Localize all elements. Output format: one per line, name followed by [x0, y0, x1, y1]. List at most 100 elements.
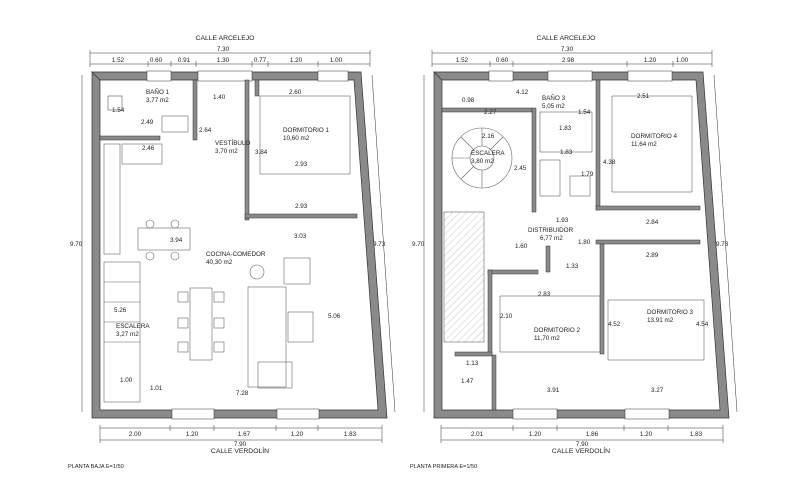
top-dim-5: 0.77	[254, 57, 267, 64]
inner-dim: 2.45	[514, 165, 527, 172]
street-bottom-label: CALLE VERDOLÍN	[552, 446, 610, 455]
top-dim-6: 1.20	[290, 57, 303, 64]
room-name-cocina-comedor: COCINA-COMEDOR	[206, 251, 266, 258]
inner-dim: 2.64	[199, 127, 212, 134]
inner-dim: 2.84	[646, 219, 659, 226]
left-height-dim: 9.70	[412, 241, 425, 248]
total-width-top: 7.30	[217, 46, 230, 53]
room-area-bano3: 5,05 m2	[542, 103, 565, 110]
inner-dim: 4.54	[696, 321, 709, 328]
room-name-dormitorio1: DORMITORIO 1	[283, 127, 330, 134]
room-area-dormitorio4: 11,64 m2	[631, 141, 657, 148]
inner-dim: 3.91	[547, 387, 560, 394]
inner-dim: 1.40	[213, 94, 226, 101]
total-width-top: 7.30	[561, 46, 574, 53]
inner-dim: 2.89	[646, 252, 659, 259]
room-area-dormitorio1: 10,60 m2	[283, 135, 310, 142]
top-dimension-lines	[89, 50, 371, 67]
room-area-cocina-comedor: 40,30 m2	[206, 259, 233, 266]
bottom-dimension-lines	[440, 425, 724, 443]
top-dim-1: 1.52	[112, 57, 125, 64]
furniture	[443, 95, 705, 361]
top-dim-4: 1.30	[217, 57, 230, 64]
inner-dim: 1.83	[560, 149, 573, 156]
inner-dim: 1.60	[515, 243, 528, 250]
street-top-label: CALLE ARCELEJO	[196, 35, 255, 42]
inner-dim: 4.52	[608, 321, 621, 328]
inner-dim: 1.01	[150, 385, 163, 392]
inner-dim: 5.26	[114, 307, 127, 314]
inner-dim: 2.10	[500, 313, 513, 320]
street-top-label: CALLE ARCELEJO	[537, 35, 596, 42]
inner-dim: 1.83	[559, 125, 572, 132]
inner-dim: 3.94	[170, 237, 183, 244]
inner-dim: 7.28	[236, 390, 249, 397]
bottom-dim-2: 1.20	[186, 431, 199, 438]
room-name-distribuidor: DISTRIBUIDOR	[528, 227, 574, 234]
plan-caption: PLANTA BAJA E=1/50	[68, 464, 124, 470]
inner-dim: 3.03	[294, 233, 307, 240]
room-area-dormitorio3: 13,91 m2	[647, 317, 674, 324]
room-name-bano3: BAÑO 3	[542, 93, 566, 102]
bottom-dim-3: 1.86	[586, 431, 599, 438]
left-height-dim: 9.70	[70, 241, 83, 248]
window-openings	[488, 70, 673, 420]
inner-dim: 5.06	[328, 313, 341, 320]
top-dim-5: 1.00	[676, 57, 689, 64]
inner-dim: 1.80	[578, 239, 591, 246]
bottom-dim-3: 1.67	[238, 431, 251, 438]
room-name-vestibulo: VESTÍBULO	[215, 138, 250, 147]
room-name-escalera: ESCALERA	[471, 150, 505, 157]
inner-dim: 4.12	[516, 89, 529, 96]
inner-dim: 1.33	[566, 263, 579, 270]
ground-floor-plan: CALLE ARCELEJO CALLE VERDOLÍN PLANTA BAJ…	[68, 35, 396, 470]
bottom-dimension-lines	[99, 425, 383, 443]
top-dimension-lines	[431, 50, 713, 67]
top-dim-2: 0.60	[150, 57, 163, 64]
inner-dim: 3.27	[651, 387, 664, 394]
exterior-walls	[91, 71, 388, 419]
first-floor-plan: CALLE ARCELEJO CALLE VERDOLÍN PLANTA PRI…	[410, 35, 738, 470]
room-name-dormitorio4: DORMITORIO 4	[631, 133, 678, 140]
inner-dim: 1.79	[581, 171, 594, 178]
room-area-escalera: 3,27 m2	[116, 331, 139, 338]
top-dim-7: 1.00	[330, 57, 343, 64]
bottom-dim-4: 1.20	[640, 431, 653, 438]
room-name-dormitorio3: DORMITORIO 3	[647, 309, 694, 316]
top-dim-3: 0.91	[178, 57, 191, 64]
bottom-dim-4: 1.20	[291, 431, 304, 438]
room-area-dormitorio2: 11,70 m2	[534, 335, 560, 342]
inner-dim: 2.51	[637, 93, 650, 100]
room-area-escalera: 3,80 m2	[471, 158, 494, 165]
window-openings	[146, 70, 349, 420]
bottom-dim-5: 1.83	[344, 431, 357, 438]
bottom-dim-1: 2.01	[471, 431, 484, 438]
furniture	[103, 95, 351, 403]
room-name-escalera: ESCALERA	[116, 323, 150, 330]
street-bottom-label: CALLE VERDOLÍN	[211, 446, 269, 455]
bottom-dim-2: 1.20	[529, 431, 542, 438]
exterior-walls	[433, 71, 730, 419]
room-area-distribuidor: 6,77 m2	[540, 235, 563, 242]
inner-dim: 1.54	[578, 109, 591, 116]
inner-dim: 1.13	[466, 360, 479, 367]
inner-dim: 0.98	[462, 97, 475, 104]
total-width-bottom: 7.90	[576, 441, 589, 448]
inner-dim: 1.93	[556, 217, 569, 224]
inner-dim: 2.16	[482, 133, 495, 140]
inner-dim: 1.54	[112, 107, 125, 114]
plan-caption: PLANTA PRIMERA E=1/50	[410, 464, 477, 470]
bottom-dim-1: 2.00	[129, 431, 142, 438]
total-width-bottom: 7.90	[234, 441, 247, 448]
top-dim-2: 0.60	[496, 57, 509, 64]
room-area-bano1: 3,77 m2	[146, 97, 169, 104]
right-height-dim: 9.73	[716, 241, 729, 248]
inner-dim: 2.46	[142, 145, 155, 152]
inner-dim: 3.84	[255, 149, 268, 156]
inner-dim: 2.93	[295, 161, 308, 168]
room-name-bano1: BAÑO 1	[146, 87, 170, 96]
inner-dim: 2.27	[484, 109, 497, 116]
room-area-vestibulo: 3,70 m2	[215, 148, 238, 155]
inner-dim: 4.38	[603, 159, 616, 166]
